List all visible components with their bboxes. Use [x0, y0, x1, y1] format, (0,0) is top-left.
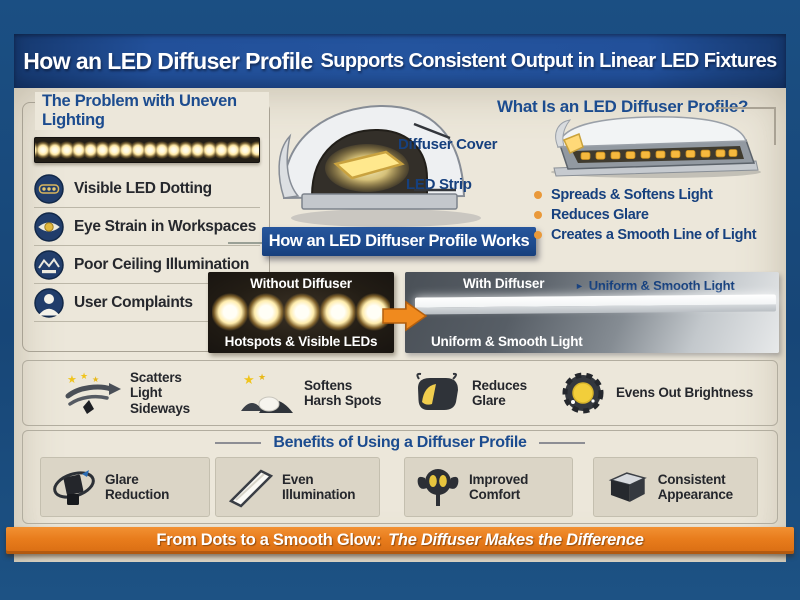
problem-panel-header: The Problem with Uneven Lighting: [35, 92, 269, 130]
with-caption: Uniform & Smooth Light: [431, 334, 583, 349]
with-title: With Diffuser: [463, 276, 545, 291]
callout-led-strip: LED Strip: [406, 176, 472, 193]
features-row: ★ ★ ★ Scatters Light Sideways ★ ★: [22, 360, 778, 426]
what-bullet: Spreads & Softens Light: [534, 185, 713, 205]
scatters-light-icon: ★ ★ ★: [65, 371, 121, 414]
content-area: The Problem with Uneven Lighting Visible…: [14, 88, 786, 562]
problem-item: Visible LED Dotting: [34, 171, 260, 208]
benefit-card: Improved Comfort: [404, 457, 573, 517]
feature-label: Evens Out Brightness: [616, 385, 754, 401]
page-title-rest: Supports Consistent Output in Linear LED…: [320, 49, 778, 72]
without-title: Without Diffuser: [250, 276, 352, 291]
without-diffuser-box: Without Diffuser Hotspots & Visible LEDs: [208, 272, 394, 353]
works-banner: How an LED Diffuser Profile Works: [262, 227, 536, 256]
callout-diffuser-cover: Diffuser Cover: [398, 136, 498, 153]
with-side-label: ► Uniform & Smooth Light: [575, 278, 735, 293]
what-panel-header: What Is an LED Diffuser Profile?: [497, 97, 749, 116]
svg-text:★: ★: [92, 375, 99, 384]
connector-line: [228, 242, 264, 244]
benefits-header: Benefits of Using a Diffuser Profile: [23, 434, 777, 452]
problem-item: Poor Ceiling Illumination: [34, 247, 260, 284]
benefit-card: Glare Reduction: [40, 457, 210, 517]
benefit-card: Consistent Appearance: [593, 457, 758, 517]
benefit-label: Even Illumination: [282, 471, 356, 502]
diffuser-profile-svg: [551, 116, 761, 178]
user-icon: [34, 288, 64, 318]
without-caption: Hotspots & Visible LEDs: [224, 334, 378, 349]
even-illumination-icon: [228, 469, 274, 508]
improved-comfort-icon: [417, 469, 459, 506]
glare-reduction-icon: [53, 470, 95, 505]
bullet-icon: [534, 211, 542, 219]
svg-text:★: ★: [258, 372, 266, 382]
footer-text-emphasis: The Diffuser Makes the Difference: [388, 531, 644, 549]
page-title-main: How an LED Diffuser Profile: [23, 47, 313, 74]
benefit-label: Glare Reduction: [105, 471, 170, 502]
eye-strain-icon: [34, 212, 64, 242]
bullet-icon: [534, 191, 542, 199]
problem-panel: The Problem with Uneven Lighting Visible…: [22, 92, 270, 352]
pointer-icon: ►: [575, 280, 584, 291]
feature-label: Softens Harsh Spots: [304, 377, 382, 408]
ceiling-icon: [34, 250, 64, 280]
svg-text:★: ★: [67, 374, 77, 386]
softens-spots-icon: ★ ★: [241, 372, 293, 413]
feature-label: Reduces Glare: [472, 377, 527, 408]
with-diffuser-box: With Diffuser ► Uniform & Smooth Light U…: [405, 272, 779, 353]
reduces-glare-icon: [416, 372, 458, 410]
transition-arrow-icon: [382, 300, 428, 332]
problem-item: User Complaints: [34, 285, 260, 322]
footer-text-lead: From Dots to a Smooth Glow:: [156, 531, 382, 549]
feature-item: Evens Out Brightness: [559, 361, 776, 425]
problem-item-label: Poor Ceiling Illumination: [74, 256, 250, 273]
what-bullet: Reduces Glare: [534, 205, 649, 225]
led-dotting-icon: [34, 174, 64, 204]
benefits-panel: Benefits of Using a Diffuser Profile Gla…: [22, 430, 778, 524]
problem-item-label: Eye Strain in Workspaces: [74, 218, 257, 235]
svg-text:★: ★: [80, 371, 88, 381]
feature-item: Reduces Glare: [411, 361, 534, 425]
benefit-label: Consistent Appearance: [657, 471, 733, 502]
feature-item: ★ ★ ★ Scatters Light Sideways: [63, 361, 216, 425]
problem-item-label: Visible LED Dotting: [74, 180, 212, 197]
evens-brightness-icon: [562, 372, 604, 414]
divider: [774, 107, 776, 145]
benefit-card: Even Illumination: [215, 457, 380, 517]
feature-label: Scatters Light Sideways: [130, 370, 190, 416]
diffuser-profile-image: [524, 112, 774, 178]
problem-item: Eye Strain in Workspaces: [34, 209, 260, 246]
what-bullet: Creates a Smooth Line of Light: [534, 225, 757, 245]
title-banner: How an LED Diffuser Profile Supports Con…: [14, 34, 786, 88]
led-hotspots-image: [212, 292, 390, 332]
side-label-text: Uniform & Smooth Light: [588, 278, 735, 293]
feature-item: ★ ★ Softens Harsh Spots: [239, 361, 386, 425]
led-strip-photo: [34, 137, 260, 163]
svg-text:★: ★: [243, 372, 255, 387]
diffuser-cross-section-image: [278, 104, 481, 227]
consistent-appearance-icon: [608, 472, 647, 502]
footer-banner: From Dots to a Smooth Glow: The Diffuser…: [6, 527, 794, 554]
problem-item-label: User Complaints: [74, 294, 193, 311]
what-bullet-label: Reduces Glare: [551, 207, 649, 223]
cross-section-diagram: [264, 94, 502, 228]
smooth-light-bar: [414, 294, 777, 315]
what-bullet-label: Spreads & Softens Light: [551, 187, 713, 203]
what-bullet-label: Creates a Smooth Line of Light: [551, 227, 757, 243]
benefit-label: Improved Comfort: [469, 471, 529, 502]
divider: [714, 107, 776, 109]
bullet-icon: [534, 231, 542, 239]
